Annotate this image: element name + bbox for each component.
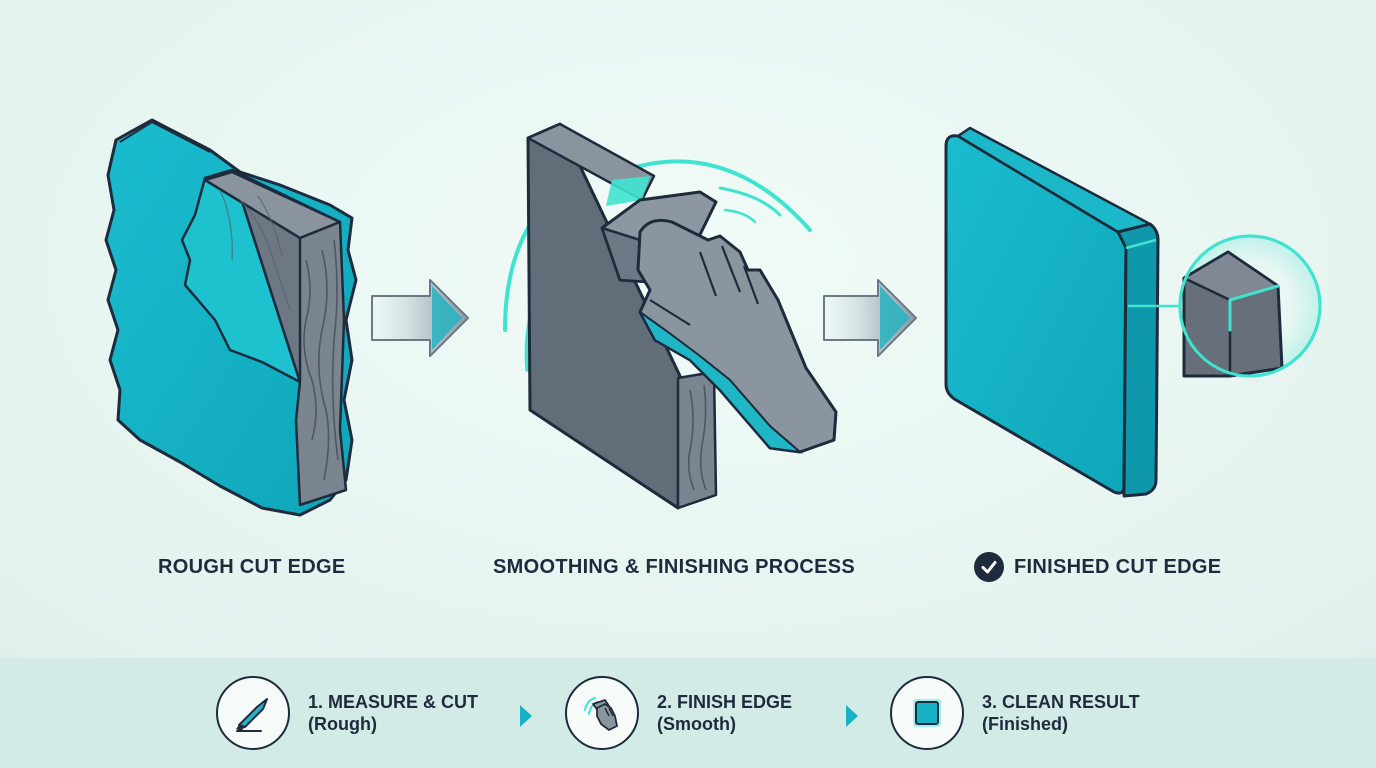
square-icon [913, 699, 941, 727]
step-3-title: 3. CLEAN RESULT [982, 692, 1140, 712]
step-3-subtitle: (Finished) [982, 714, 1068, 734]
step-1-icon-circle [216, 676, 290, 750]
step-2-label: 2. FINISH EDGE (Smooth) [657, 691, 792, 735]
step-2-icon-circle [565, 676, 639, 750]
step-1: 1. MEASURE & CUT (Rough) [216, 676, 478, 750]
step-3: 3. CLEAN RESULT (Finished) [890, 676, 1140, 750]
rough-cut-panel-illustration [104, 118, 358, 517]
step-1-subtitle: (Rough) [308, 714, 377, 734]
rough-edge-strip [294, 220, 348, 507]
finished-panel-face [944, 134, 1128, 495]
step-arrow-2-icon [846, 705, 858, 727]
step-2-subtitle: (Smooth) [657, 714, 736, 734]
checkmark-icon [974, 552, 1004, 582]
sanding-hand-icon [584, 697, 618, 731]
panel-caption-rough: ROUGH CUT EDGE [158, 556, 346, 578]
smoothing-panel-illustration [503, 122, 838, 510]
finished-panel-edge [1116, 222, 1160, 498]
panel-caption-finished: FINISHED CUT EDGE [974, 552, 1222, 582]
step-2: 2. FINISH EDGE (Smooth) [565, 676, 792, 750]
finished-panel-illustration [944, 126, 1322, 498]
step-3-icon-circle [890, 676, 964, 750]
steps-bar: 1. MEASURE & CUT (Rough) 2. FINISH EDGE … [0, 658, 1376, 768]
step-2-title: 2. FINISH EDGE [657, 692, 793, 712]
illustration-stage: ROUGH CUT EDGE SMOOTHING & FINISHING PRO… [0, 0, 1376, 658]
step-3-label: 3. CLEAN RESULT (Finished) [982, 691, 1140, 735]
smoothing-slab-edge [676, 370, 718, 510]
finished-caption-text: FINISHED CUT EDGE [1014, 556, 1222, 578]
flow-arrow-2 [823, 279, 917, 357]
step-1-title: 1. MEASURE & CUT [308, 692, 479, 712]
step-1-label: 1. MEASURE & CUT (Rough) [308, 691, 478, 735]
panel-caption-smoothing: SMOOTHING & FINISHING PROCESS [493, 556, 856, 578]
flow-arrow-1 [371, 279, 469, 357]
process-illustration [104, 118, 1322, 517]
step-arrow-1-icon [520, 705, 532, 727]
knife-icon [236, 698, 268, 732]
